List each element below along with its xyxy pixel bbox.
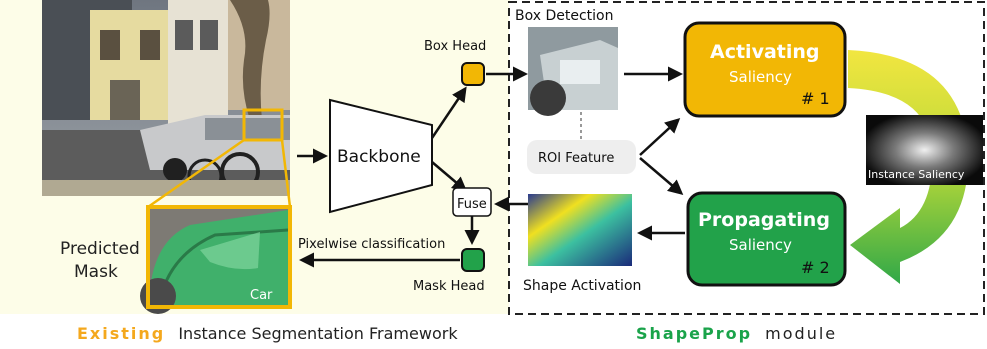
car-label: Car bbox=[250, 288, 273, 303]
propagating-sub: Saliency bbox=[729, 236, 792, 254]
predicted-mask-label-1: Predicted bbox=[60, 239, 140, 259]
predicted-mask-label-2: Mask bbox=[74, 262, 118, 282]
propagating-title: Propagating bbox=[698, 209, 830, 231]
box-detection-label: Box Detection bbox=[515, 8, 614, 24]
shapeprop-rest: module bbox=[765, 324, 837, 343]
roi-feature-node bbox=[527, 140, 636, 174]
roi-feature-label: ROI Feature bbox=[538, 151, 614, 166]
mask-head-label: Mask Head bbox=[413, 279, 485, 294]
instance-saliency-label: Instance Saliency bbox=[868, 168, 965, 181]
saliency-flow-arrow bbox=[848, 50, 969, 284]
pixelwise-label: Pixelwise classification bbox=[298, 237, 445, 252]
activating-sub: Saliency bbox=[729, 68, 792, 86]
shape-activation-label: Shape Activation bbox=[523, 278, 641, 294]
shape-activation-image bbox=[528, 194, 632, 266]
existing-caption: Existing Instance Segmentation Framework bbox=[77, 324, 458, 343]
predicted-mask-image bbox=[140, 205, 292, 314]
activating-title: Activating bbox=[710, 41, 820, 63]
activating-saliency-box bbox=[683, 21, 847, 118]
mask-head-node bbox=[461, 248, 485, 272]
existing-rest: Instance Segmentation Framework bbox=[178, 324, 458, 343]
box-head-node bbox=[461, 62, 485, 86]
car-zoom-box bbox=[242, 108, 284, 142]
street-photo bbox=[42, 0, 290, 196]
box-head-label: Box Head bbox=[424, 39, 486, 54]
instance-saliency-image bbox=[866, 115, 983, 185]
activating-num: # 1 bbox=[801, 89, 830, 108]
backbone-label: Backbone bbox=[337, 147, 421, 167]
shapeprop-caption: ShapeProp module bbox=[636, 324, 837, 343]
backbone-block bbox=[329, 98, 433, 214]
shapeprop-highlight: ShapeProp bbox=[636, 324, 752, 343]
box-detection-image bbox=[528, 27, 618, 116]
existing-highlight: Existing bbox=[77, 324, 165, 343]
propagating-num: # 2 bbox=[801, 258, 830, 277]
propagating-saliency-box bbox=[686, 191, 847, 287]
fuse-label: Fuse bbox=[457, 197, 487, 212]
